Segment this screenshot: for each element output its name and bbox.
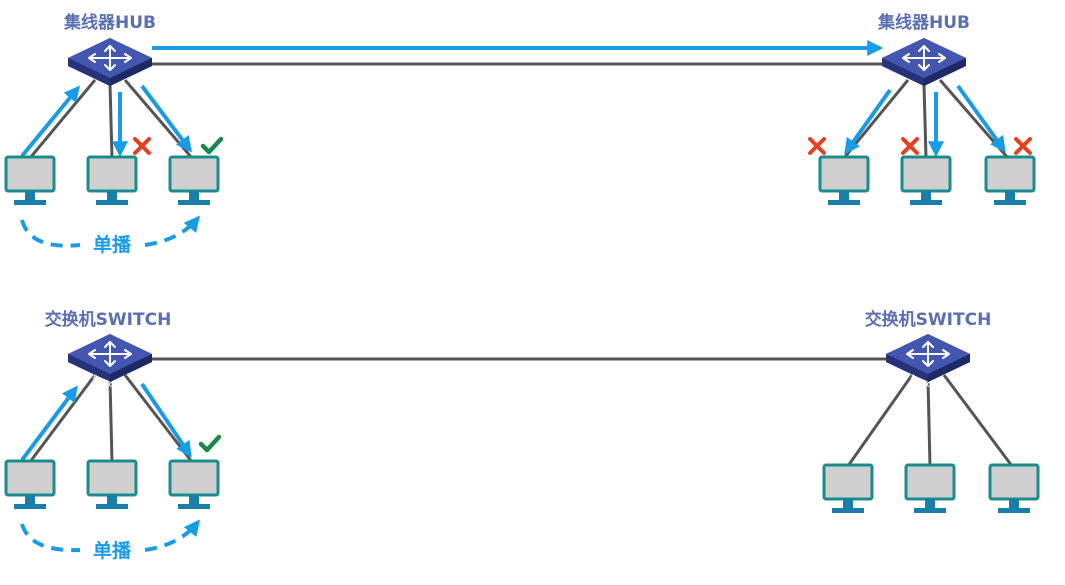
hub-icon	[67, 37, 153, 87]
right-hub-arrows	[844, 84, 1006, 158]
monitor-icon	[86, 155, 138, 207]
unicast-dash-right	[144, 519, 200, 552]
unicast-dash-left	[20, 219, 81, 248]
monitor-icon	[822, 463, 874, 515]
monitor-icon	[168, 155, 220, 207]
left-switch-arrows	[20, 382, 192, 462]
left-hub-arrows	[20, 84, 192, 158]
check-icon	[201, 437, 219, 450]
cross-icon	[808, 137, 826, 155]
monitor-icon	[900, 155, 952, 207]
unicast-label: 单播	[93, 233, 132, 256]
monitor-icon	[904, 463, 956, 515]
right-switch-cables	[846, 374, 1014, 467]
monitor-icon	[86, 459, 138, 511]
unicast-label: 单播	[93, 539, 132, 562]
hub-right-label: 集线器HUB	[877, 12, 970, 33]
hub-left-label: 集线器HUB	[63, 12, 156, 33]
monitor-icon	[818, 155, 870, 207]
check-icon	[203, 139, 221, 152]
cross-icon	[901, 137, 919, 155]
monitor-icon	[168, 459, 220, 511]
cross-icon	[133, 137, 151, 155]
monitor-icon	[984, 155, 1036, 207]
unicast-dash-right	[144, 215, 201, 247]
monitor-icon	[4, 459, 56, 511]
switch-left-label: 交换机SWITCH	[45, 309, 172, 330]
switch-right-label: 交换机SWITCH	[865, 309, 992, 330]
unicast-dash-left	[20, 523, 81, 553]
cross-icon	[1014, 137, 1032, 155]
switch-icon	[67, 333, 153, 383]
monitor-icon	[4, 155, 56, 207]
monitor-icon	[988, 463, 1040, 515]
hub-icon	[881, 37, 967, 87]
switch-icon	[885, 333, 971, 383]
